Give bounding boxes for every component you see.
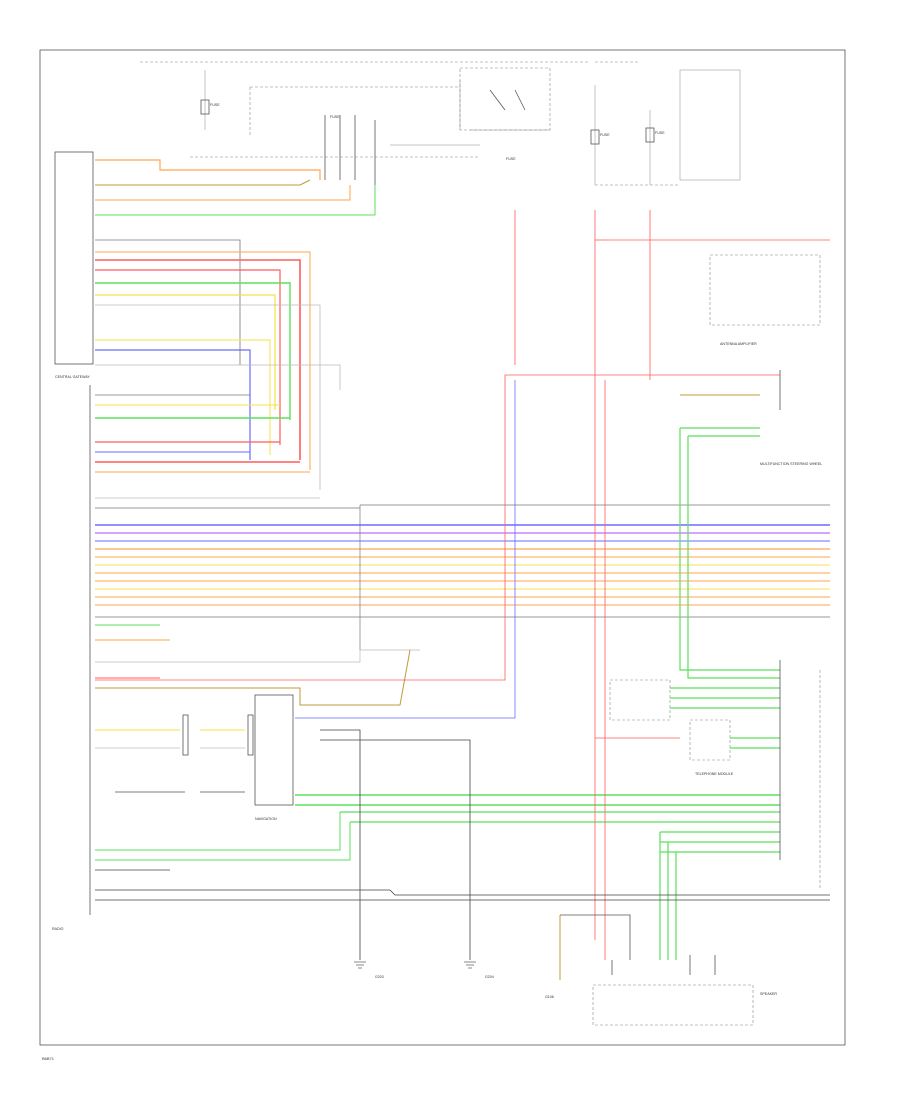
fuse-label: FUSE [210, 103, 220, 107]
bus-wires [95, 504, 830, 650]
telephone-module: TELEPHONE MODULE [609, 660, 821, 890]
radio-lower-wires [95, 374, 780, 749]
antenna-amplifier: ANTENNA AMPLIFIER [709, 254, 821, 346]
antenna-amplifier-label: ANTENNA AMPLIFIER [720, 342, 757, 346]
diagram-border [39, 49, 846, 1046]
fuse-block-left [200, 70, 251, 135]
fuse-label: FUSE [655, 131, 665, 135]
fuse-block-right [590, 69, 741, 186]
green-can-wires [95, 794, 780, 861]
fuse-label: FUSE [506, 157, 516, 161]
small-modules-lower-left [115, 714, 254, 793]
ground-wires [95, 729, 830, 960]
radio-label: RADIO [52, 927, 64, 931]
ground-symbol-g203: G203 [354, 961, 384, 979]
telephone-label: TELEPHONE MODULE [695, 772, 734, 776]
ground-g106-label: G106 [545, 995, 554, 999]
green-vertical-runs [659, 427, 780, 960]
fuse-label: FUSE [330, 115, 340, 119]
relay-switch [459, 67, 551, 131]
radio-module: RADIO [52, 385, 91, 931]
gateway-upper-wires [95, 159, 376, 490]
navigation-label: NAVIGATION [255, 817, 277, 821]
central-gateway-label: CENTRAL GATEWAY [55, 375, 91, 379]
diagram-footer-label: B6B71 [42, 1056, 55, 1061]
radio-middle-wires [95, 394, 360, 509]
top-connectors [324, 115, 376, 185]
fuse-label: FUSE [600, 133, 610, 137]
navigation-module: NAVIGATION [254, 694, 294, 821]
fuse-labels: FUSE FUSE FUSE FUSE FUSE [210, 103, 665, 161]
ground-g204-label: G204 [485, 975, 494, 979]
steering-wheel-label: MULTIFUNCTION STEERING WHEEL [760, 462, 822, 466]
speaker-connector: G106 SPEAKER [545, 914, 777, 1026]
top-supply-lines [140, 61, 640, 158]
speaker-label: SPEAKER [760, 992, 777, 996]
central-gateway-module: CENTRAL GATEWAY [54, 151, 94, 379]
ground-symbol-g204: G204 [464, 961, 494, 979]
ground-g203-label: G203 [375, 975, 384, 979]
red-supply-wires [514, 210, 830, 960]
steering-wheel-module: MULTIFUNCTION STEERING WHEEL [680, 370, 822, 466]
